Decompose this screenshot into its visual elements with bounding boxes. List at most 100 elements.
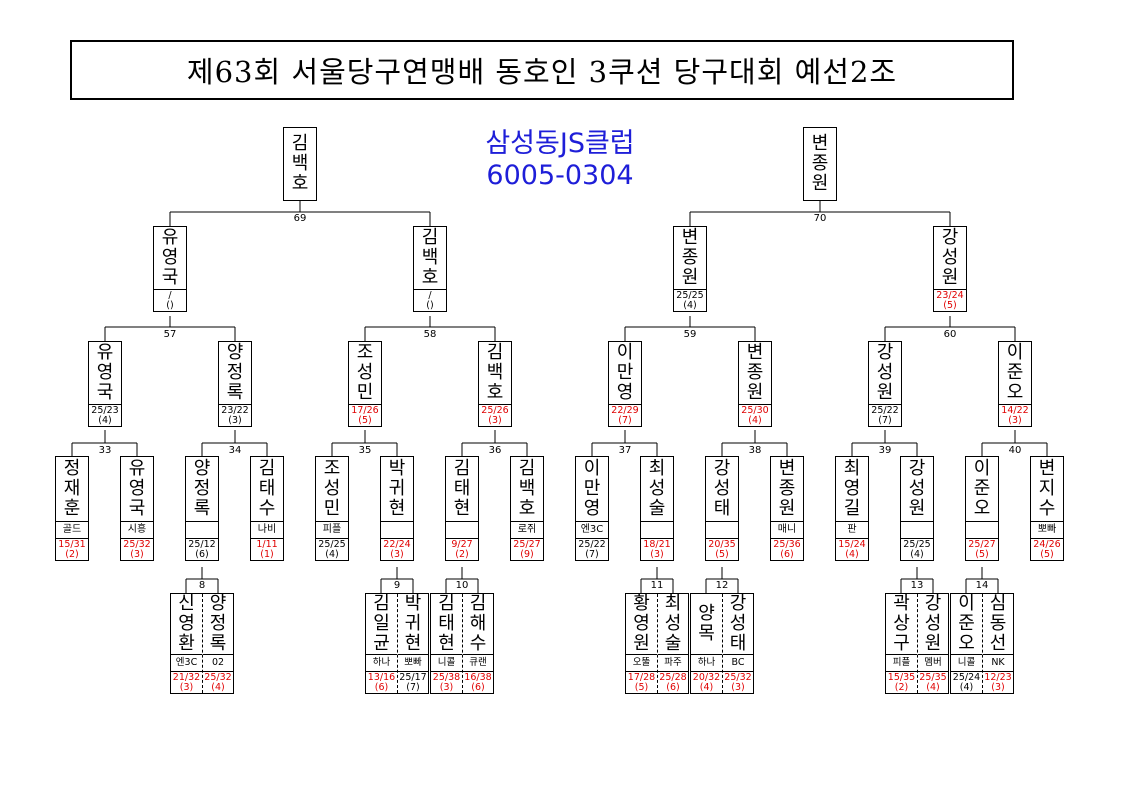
club-label: 니콜	[951, 654, 982, 671]
match-number: 35	[358, 445, 372, 456]
score: 15/24(4)	[836, 538, 868, 560]
rank-value: (6)	[374, 682, 389, 693]
rank-value: (4)	[98, 415, 112, 426]
score: 25/25(4)	[316, 538, 348, 560]
club-label	[706, 521, 738, 538]
score-value: 25/35	[919, 672, 947, 683]
score-value: 13/16	[367, 672, 396, 683]
score-value: 25/32	[123, 539, 151, 550]
score-value: 25/25	[903, 539, 931, 550]
score: 18/21(3)	[641, 538, 673, 560]
match-number: 11	[650, 580, 664, 591]
club-label: 엔3C	[171, 654, 202, 671]
score-value: 25/24	[952, 672, 981, 683]
match-number: 36	[488, 445, 502, 456]
score: 17/28(5)	[626, 671, 657, 693]
rank-value: (4)	[683, 300, 697, 311]
rank-value: (5)	[1040, 549, 1054, 560]
rank-value: (3)	[439, 682, 454, 693]
score-value: 25/38	[432, 672, 461, 683]
score-value: 12/23	[984, 672, 1012, 683]
match-number: 13	[910, 580, 924, 591]
rank-value: (6)	[666, 682, 680, 693]
score-value: 25/22	[871, 405, 899, 416]
rank-value: (4)	[959, 682, 974, 693]
match-number: 59	[683, 329, 697, 340]
rank-value: (2)	[65, 549, 79, 560]
score-value: 25/25	[676, 290, 704, 301]
score-value: /	[428, 290, 432, 301]
match-number: 40	[1008, 445, 1022, 456]
rank-value: (3)	[390, 549, 404, 560]
club-label	[381, 521, 413, 538]
match-number: 58	[423, 329, 437, 340]
score: 21/32(3)	[171, 671, 202, 693]
score-value: 25/17	[399, 672, 427, 683]
score-value: 25/27	[513, 539, 541, 550]
club-label: 02	[203, 654, 233, 671]
club-name: 삼성동JS클럽	[485, 128, 635, 159]
rank-value: (4)	[699, 682, 714, 693]
score-value: 22/24	[383, 539, 411, 550]
score: 25/22(7)	[576, 538, 608, 560]
match-number: 60	[943, 329, 957, 340]
club-label: 피플	[886, 654, 917, 671]
score: 23/22(3)	[219, 404, 251, 426]
score: 25/38(3)	[431, 671, 462, 693]
score-value: 25/12	[188, 539, 216, 550]
club-label: NK	[983, 654, 1013, 671]
score-value: 25/22	[578, 539, 606, 550]
club-label: 하나	[366, 654, 397, 671]
club-label	[186, 521, 218, 538]
score: 25/12(6)	[186, 538, 218, 560]
club-label: 뽀빠	[398, 654, 428, 671]
score-value: 14/22	[1001, 405, 1029, 416]
match-number: 70	[813, 213, 827, 224]
score: 25/36(6)	[771, 538, 803, 560]
club-label: 엔3C	[576, 521, 608, 538]
rank-value: (6)	[780, 549, 794, 560]
score: 25/27(5)	[966, 538, 998, 560]
score: 25/35(4)	[918, 671, 948, 693]
rank-value: (3)	[130, 549, 144, 560]
score: 20/32(4)	[691, 671, 722, 693]
score: 25/32(3)	[723, 671, 753, 693]
club-label: 뽀빠	[1031, 521, 1063, 538]
